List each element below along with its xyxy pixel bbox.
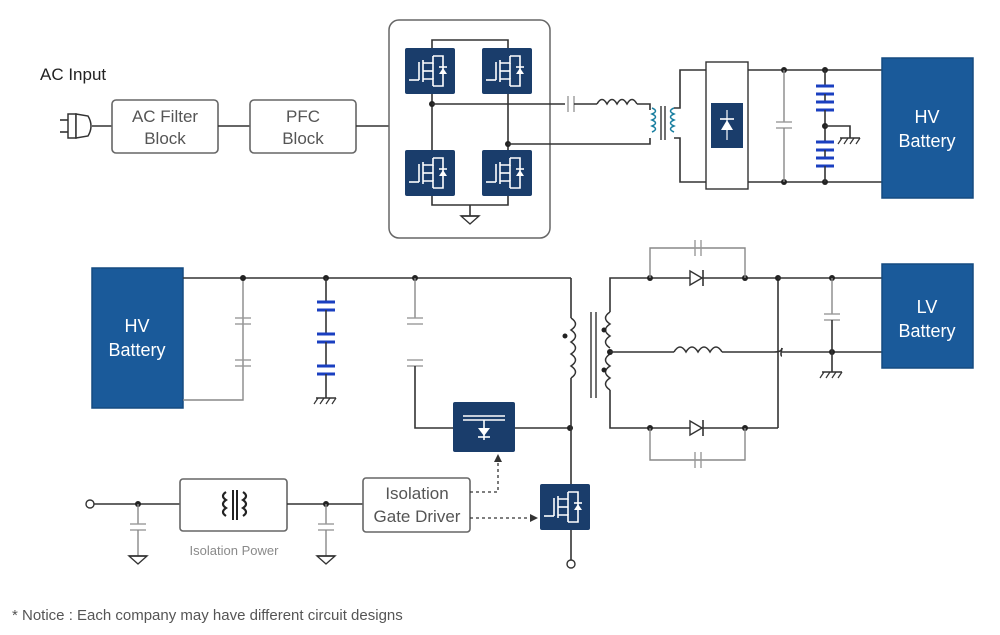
hv-battery-bottom: HV Battery [91,267,184,409]
ac-input-label: AC Input [40,65,106,84]
inductor-icon [673,346,723,354]
mosfet-icon [539,483,591,531]
svg-text:Battery: Battery [108,340,165,360]
svg-text:Isolation: Isolation [385,484,448,503]
isolation-power-label: Isolation Power [190,543,280,558]
lv-battery: LV Battery [881,263,974,369]
isolation-gate-driver-block: Isolation Gate Driver [362,477,471,533]
svg-text:Block: Block [144,129,186,148]
svg-text:HV: HV [124,316,149,336]
svg-text:AC Filter: AC Filter [132,107,198,126]
pfc-block: PFC Block [249,99,357,154]
isolation-power-block [179,478,288,532]
hv-battery-top: HV Battery [881,57,974,199]
inductor-icon [596,98,638,106]
ac-filter-block: AC Filter Block [111,99,219,154]
transformer-icon [221,490,248,520]
transformer-icon [650,106,676,140]
svg-text:HV: HV [914,107,939,127]
notice-text: * Notice : Each company may have differe… [12,607,403,624]
diode-icon [689,269,704,287]
svg-text:Battery: Battery [898,131,955,151]
svg-text:Battery: Battery [898,321,955,341]
svg-text:LV: LV [917,297,938,317]
mosfet-icon [453,402,515,452]
svg-text:Block: Block [282,129,324,148]
diode-icon [689,419,704,437]
capacitor-icon [567,96,575,112]
svg-text:PFC: PFC [286,107,320,126]
ac-plug-icon [60,113,112,139]
svg-text:Gate Driver: Gate Driver [374,507,461,526]
